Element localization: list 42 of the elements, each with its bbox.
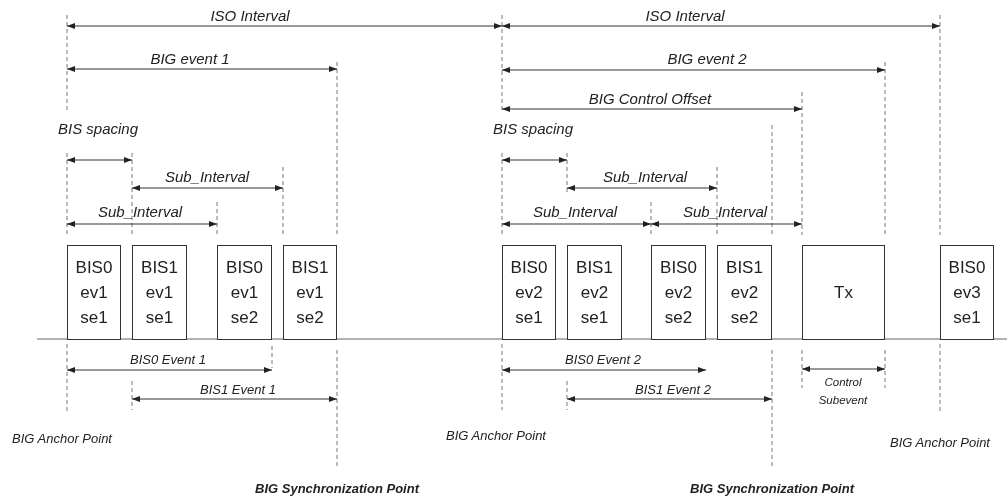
- dimension-label: BIS0 Event 1: [130, 351, 206, 367]
- dimension-label: BIS spacing: [58, 119, 138, 137]
- packet-label: BIS1 ev1 se2: [290, 257, 330, 329]
- point-label: BIG Anchor Point: [890, 434, 990, 450]
- dimension-label: BIG event 1: [150, 49, 230, 67]
- packet-box: [67, 245, 121, 340]
- packet-box: [651, 245, 706, 340]
- packet-label: BIS1 ev1 se1: [140, 257, 179, 329]
- point-label: BIG Synchronization Point: [690, 480, 854, 496]
- packet-box: [132, 245, 187, 340]
- dimension-label: Sub_Interval: [97, 202, 183, 220]
- point-label: BIG Anchor Point: [12, 430, 112, 446]
- packet-label: BIS0 ev3 se1: [947, 257, 987, 329]
- packet-label: Tx: [833, 282, 854, 304]
- dimension-label: Sub_Interval: [602, 167, 688, 185]
- packet-box: [217, 245, 272, 340]
- dimension-label: Sub_Interval: [682, 202, 768, 220]
- packet-box: [940, 245, 994, 340]
- dimension-label: Sub_Interval: [532, 202, 618, 220]
- dimension-label: BIG Control Offset: [588, 89, 712, 107]
- packet-label: BIS0 ev1 se2: [225, 257, 264, 329]
- packet-label: BIS0 ev2 se2: [659, 257, 698, 329]
- dimension-label: BIG event 2: [667, 49, 747, 67]
- dimension-label: BIS0 Event 2: [565, 351, 641, 367]
- packet-box: [717, 245, 772, 340]
- dimension-label: BIS spacing: [493, 119, 573, 137]
- packet-box: [502, 245, 556, 340]
- dimension-label: Sub_Interval: [164, 167, 250, 185]
- dimension-label: BIS1 Event 2: [635, 381, 711, 397]
- point-label: BIG Synchronization Point: [255, 480, 419, 496]
- packet-box: [283, 245, 337, 340]
- dimension-label: BIS1 Event 1: [200, 381, 276, 397]
- packet-label: BIS0 ev2 se1: [509, 257, 549, 329]
- dimension-label: ISO Interval: [210, 6, 290, 24]
- packet-box: [802, 245, 885, 340]
- packet-box: [567, 245, 622, 340]
- dimension-label: ISO Interval: [645, 6, 725, 24]
- packet-label: BIS1 ev2 se2: [725, 257, 764, 329]
- dimension-label: Control Subevent: [817, 375, 869, 408]
- packet-label: BIS1 ev2 se1: [575, 257, 614, 329]
- point-label: BIG Anchor Point: [446, 427, 546, 443]
- packet-label: BIS0 ev1 se1: [74, 257, 114, 329]
